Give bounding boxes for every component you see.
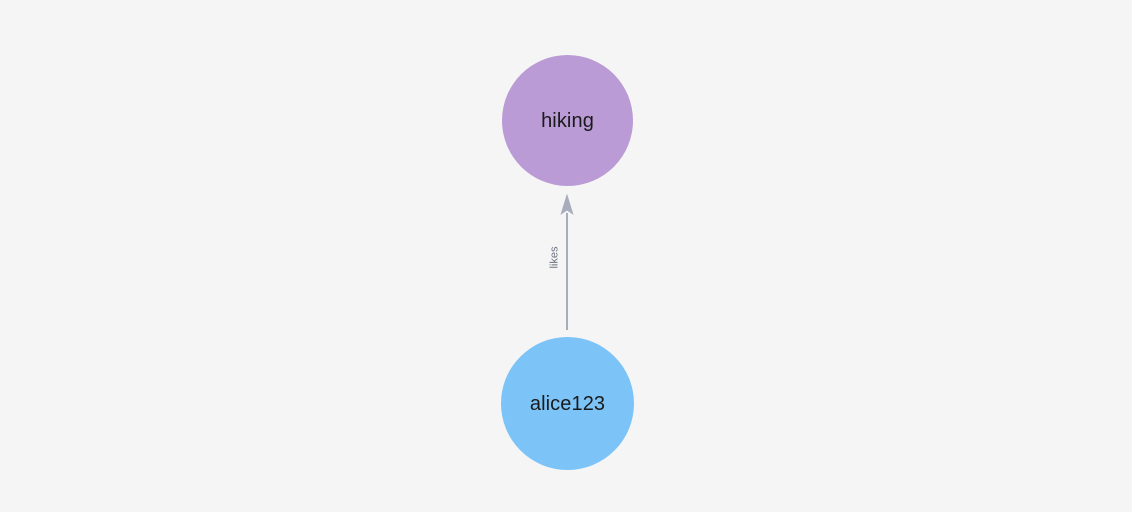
node-label: alice123 xyxy=(529,392,606,415)
node-label: hiking xyxy=(541,109,594,132)
graph-node-hiking[interactable]: hiking xyxy=(502,55,633,186)
edge-label-likes: likes xyxy=(548,246,561,269)
arrowhead-icon xyxy=(560,193,574,215)
edge-alice123-likes-hiking[interactable] xyxy=(560,193,574,331)
graph-node-alice123[interactable]: alice123 xyxy=(501,337,634,470)
